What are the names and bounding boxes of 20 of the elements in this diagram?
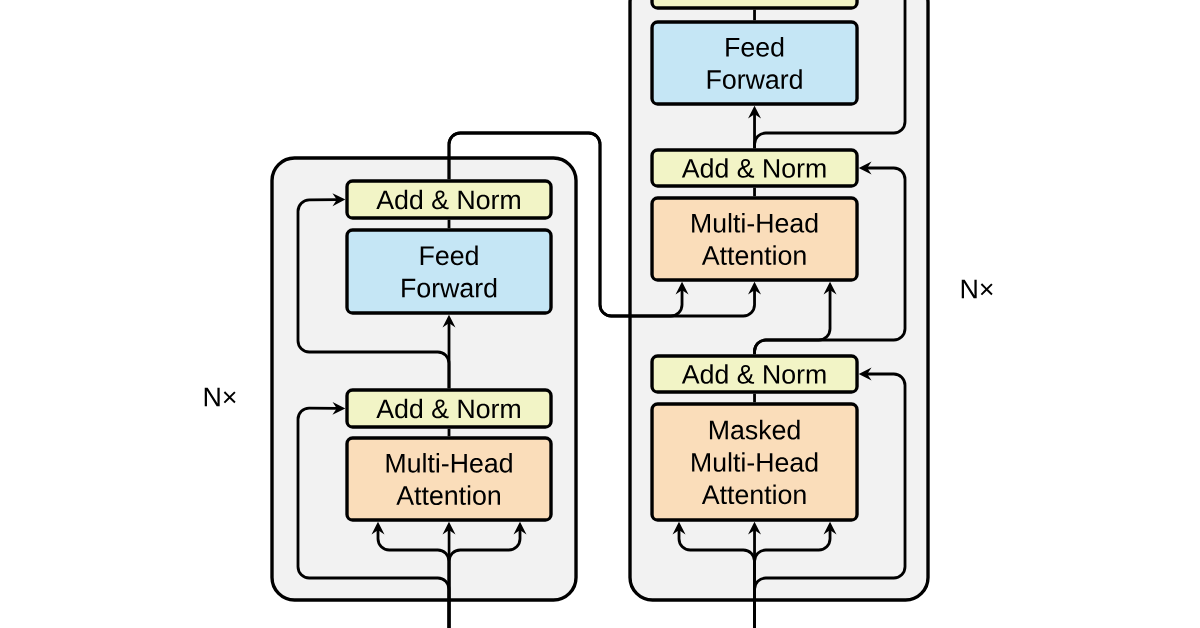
connector-line <box>753 393 756 403</box>
repeat-label: N× <box>961 279 993 299</box>
add-norm-box: Add & Norm <box>345 179 553 220</box>
connector-line <box>447 219 451 229</box>
add-norm-box: Add & Norm <box>650 354 859 394</box>
feed-forward-box: Feed Forward <box>345 228 553 315</box>
attention-box: Multi-Head Attention <box>650 196 859 282</box>
feed-forward-box: Feed Forward <box>650 20 859 106</box>
connector-line <box>753 0 907 149</box>
add-norm-box: Add & Norm <box>650 148 859 188</box>
connector-line <box>753 9 756 21</box>
arrow <box>296 193 451 389</box>
add-norm-box <box>650 0 859 10</box>
add-norm-box: Add & Norm <box>345 388 553 429</box>
arrow <box>296 401 451 628</box>
attention-box: Masked Multi-Head Attention <box>650 402 859 522</box>
repeat-label: N× <box>204 387 236 407</box>
connector-line <box>753 187 756 197</box>
connector-line <box>447 428 451 437</box>
attention-box: Multi-Head Attention <box>345 436 553 522</box>
